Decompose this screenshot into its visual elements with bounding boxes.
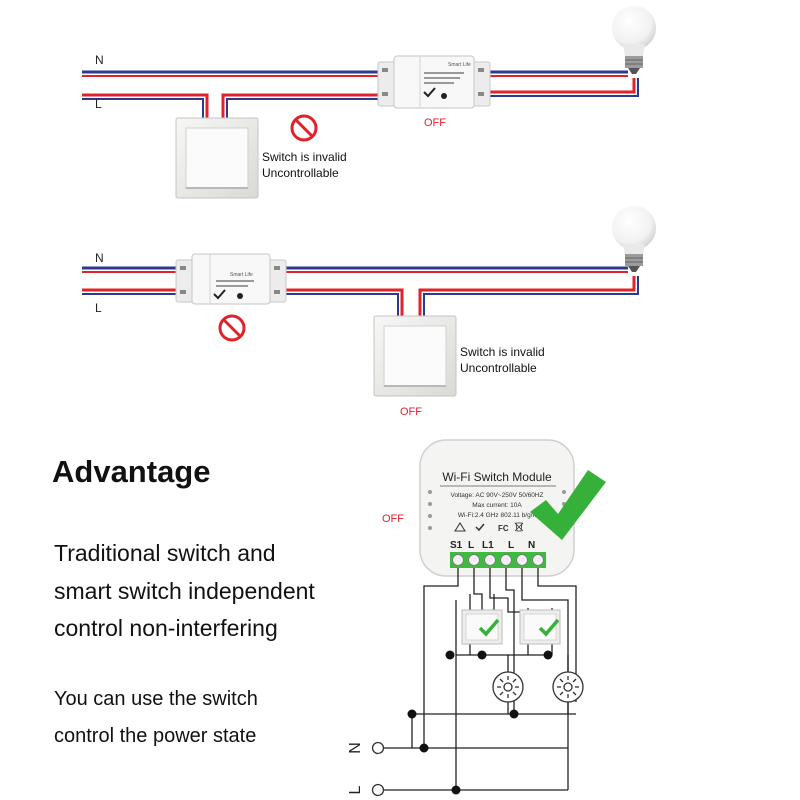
terminal-screw	[516, 554, 528, 566]
module-title: Wi-Fi Switch Module	[442, 470, 552, 484]
terminal-l-label: L	[508, 540, 514, 551]
terminal-screw	[532, 554, 544, 566]
middle-wall-switch	[373, 315, 457, 397]
cert-check-icon	[475, 523, 485, 532]
warning-triangle-icon	[454, 522, 466, 532]
terminal-block	[450, 552, 546, 568]
terminal-l1-label: L1	[482, 540, 494, 551]
middle-diagram: N L Smart Life	[82, 206, 656, 418]
middle-live-label: L	[95, 301, 102, 315]
big-check-icon	[530, 470, 606, 540]
middle-warning-line2: Uncontrollable	[460, 361, 537, 375]
top-neutral-label: N	[95, 53, 104, 67]
top-prohibit-icon	[290, 114, 318, 142]
middle-relay-spec-line	[216, 285, 248, 287]
middle-bulb-icon	[612, 206, 656, 272]
junction-dot	[407, 709, 417, 719]
module-wifi: Wi-Fi:2.4 GHz 802.11 b/g/n	[458, 512, 537, 519]
top-live-label: L	[95, 97, 102, 111]
top-neutral-wire	[82, 70, 628, 77]
middle-warning-line1: Switch is invalid	[460, 345, 545, 359]
schematic-lamp-2-icon	[552, 671, 584, 703]
junction-dot	[509, 709, 519, 719]
bottom-neutral-label: N	[347, 742, 364, 754]
module-voltage: Voltage: AC 90V~250V 50/60HZ	[450, 492, 543, 499]
junction-dot	[419, 743, 429, 753]
advantage-line-4: You can use the switch	[54, 688, 258, 710]
middle-relay-brand: Smart Life	[230, 272, 253, 278]
top-relay-spec-line	[424, 72, 464, 74]
terminal-n-label: N	[528, 540, 535, 551]
switch-1-check-icon	[478, 618, 500, 637]
terminal-screw	[484, 554, 496, 566]
middle-smart-relay: Smart Life	[175, 253, 287, 305]
module-current: Max current: 10A	[472, 502, 522, 509]
middle-relay-check-icon	[213, 289, 226, 300]
middle-neutral-wire	[82, 266, 628, 273]
terminal-screw	[500, 554, 512, 566]
junction-dot	[477, 650, 487, 660]
switch-2-check-icon	[538, 618, 560, 637]
top-off-label: OFF	[424, 117, 446, 129]
junction-dot	[543, 650, 553, 660]
top-relay-check-icon	[423, 87, 436, 98]
schematic-lamp-1-icon	[492, 671, 524, 703]
top-smart-relay: Smart Life	[377, 55, 491, 109]
top-relay-spec-line	[424, 77, 460, 79]
schematic-switch-1	[461, 609, 503, 645]
terminal-screw	[468, 554, 480, 566]
top-bulb-icon	[612, 6, 656, 74]
middle-off-label: OFF	[400, 406, 422, 418]
wifi-switch-module: Wi-Fi Switch Module Voltage: AC 90V~250V…	[419, 439, 575, 577]
fc-cert-label: FC	[498, 524, 509, 533]
advantage-line-1: Traditional switch and	[54, 540, 276, 566]
middle-neutral-label: N	[95, 251, 104, 265]
schematic-junctions	[407, 650, 553, 795]
advantage-line-2: smart switch independent	[54, 578, 315, 604]
advantage-line-5: control the power state	[54, 725, 257, 747]
top-wall-switch	[175, 117, 259, 199]
terminal-s2-label: L	[468, 540, 474, 551]
neutral-input-terminal	[371, 741, 385, 755]
top-relay-spec-line	[424, 82, 454, 84]
advantage-title: Advantage	[52, 454, 211, 489]
middle-live-wire	[82, 276, 639, 318]
live-input-terminal	[371, 783, 385, 797]
top-warning-line1: Switch is invalid	[262, 150, 347, 164]
weee-bin-icon	[514, 522, 524, 532]
middle-relay-button	[237, 293, 243, 299]
junction-dot	[451, 785, 461, 795]
top-live-wire	[82, 78, 639, 118]
advantage-line-3: control non-interfering	[54, 615, 278, 641]
module-off-label: OFF	[382, 513, 404, 525]
bottom-live-label: L	[347, 785, 364, 794]
middle-relay-spec-line	[216, 280, 254, 282]
top-warning-line2: Uncontrollable	[262, 166, 339, 180]
schematic-wires	[384, 568, 577, 791]
terminal-s1-label: S1	[450, 540, 463, 551]
top-relay-button	[441, 93, 447, 99]
top-diagram: N L Smart Life OFF	[82, 6, 656, 199]
top-relay-brand: Smart Life	[448, 62, 471, 68]
schematic-switch-2	[519, 609, 561, 645]
middle-prohibit-icon	[218, 314, 246, 342]
terminal-screw	[452, 554, 464, 566]
junction-dot	[445, 650, 455, 660]
